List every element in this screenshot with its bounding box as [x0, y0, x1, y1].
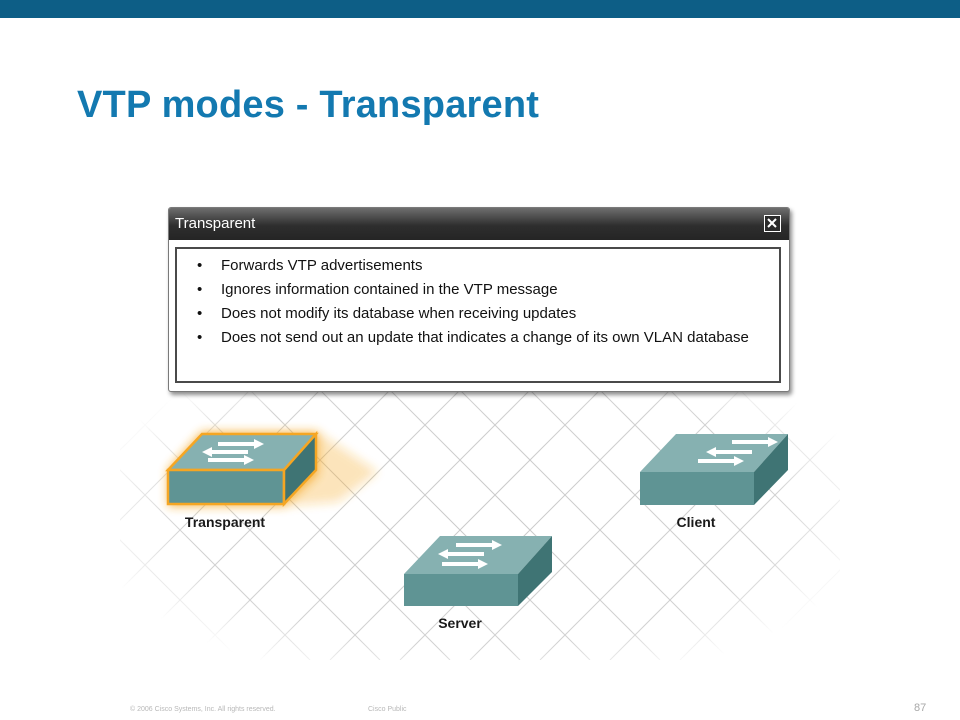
slide-title: VTP modes - Transparent [77, 84, 540, 126]
client-switch[interactable] [640, 434, 788, 505]
grid-line [0, 559, 101, 661]
bullet-dot-icon: • [197, 257, 203, 274]
close-icon [767, 218, 777, 228]
grid-line [0, 419, 241, 661]
grid-line [749, 329, 960, 541]
server-switch-label: Server [438, 615, 482, 631]
copyright-text: © 2006 Cisco Systems, Inc. All rights re… [130, 706, 276, 713]
transparent-switch[interactable] [165, 430, 378, 508]
switch-arrows-icon [438, 540, 502, 569]
popup-title: Transparent [175, 215, 256, 232]
close-button[interactable] [764, 215, 781, 232]
bullet-dot-icon: • [197, 329, 203, 346]
bullet-dot-icon: • [197, 305, 203, 322]
transparent-info-popup: Transparent •Forwards VTP advertisements… [168, 207, 790, 392]
grid-line [889, 329, 960, 401]
grid-line [889, 589, 960, 661]
bullet-item: •Does not send out an update that indica… [177, 326, 779, 350]
grid-line [819, 519, 960, 661]
bullet-item: •Does not modify its database when recei… [177, 302, 779, 326]
bullet-item: •Ignores information contained in the VT… [177, 278, 779, 302]
page-number: 87 [914, 702, 927, 714]
popup-header: Transparent [169, 208, 789, 240]
top-bar [0, 0, 960, 18]
grid-line [0, 329, 101, 431]
grid-line [819, 329, 960, 471]
grid-line [0, 489, 171, 661]
bullet-item: •Forwards VTP advertisements [177, 254, 779, 278]
client-switch-label: Client [676, 514, 716, 530]
transparent-switch-label: Transparent [184, 514, 266, 530]
classification-text: Cisco Public [368, 706, 407, 713]
popup-body: •Forwards VTP advertisements •Ignores in… [175, 247, 781, 383]
bullet-dot-icon: • [197, 281, 203, 298]
bullet-list: •Forwards VTP advertisements •Ignores in… [177, 249, 779, 350]
server-switch[interactable] [404, 536, 552, 606]
switch-arrows-icon [202, 439, 264, 465]
grid-line [0, 349, 311, 661]
switch-arrows-icon [698, 437, 778, 466]
